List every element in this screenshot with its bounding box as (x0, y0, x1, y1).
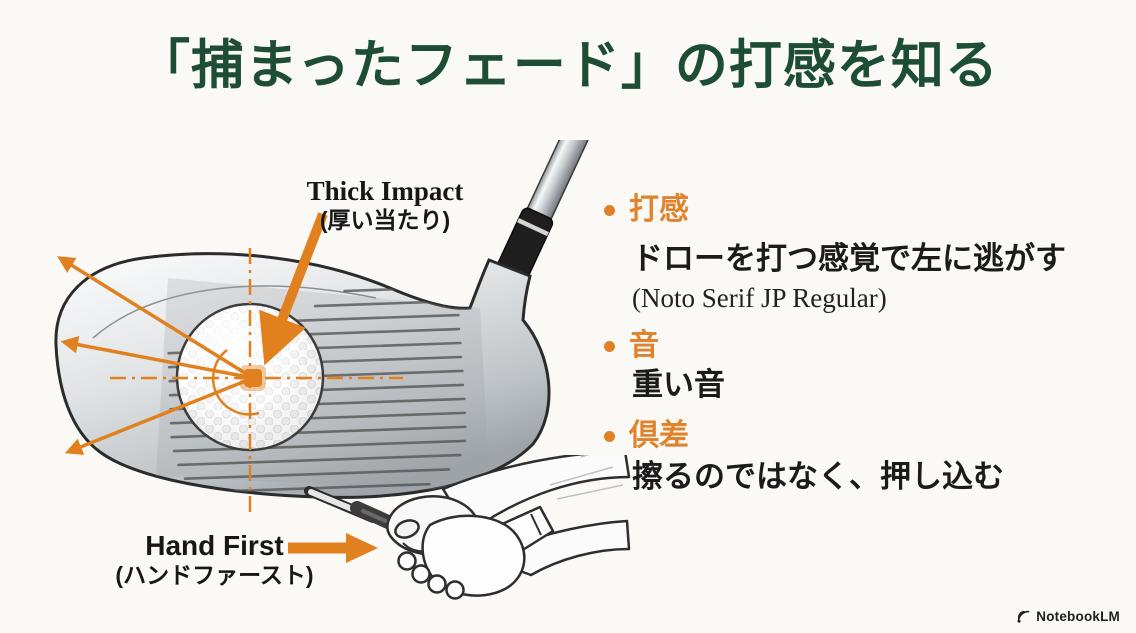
bullet-dot-icon (604, 430, 615, 442)
bullet-heading-error: 倶差 (629, 419, 689, 452)
grip-hands-illustration (304, 455, 631, 600)
bullet-item-sound: 音 (604, 328, 659, 364)
impact-arrows (57, 212, 328, 455)
thick-impact-arrow (259, 212, 328, 366)
club-head-illustration (54, 140, 618, 512)
page-title: 「捕まったフェード」の打感を知る (137, 36, 999, 95)
thick-impact-label-ja: (厚い当たり) (319, 207, 451, 234)
bullet-heading-feel: 打感 (629, 193, 689, 226)
bullet-text-feel: ドローを打つ感覚で左に逃がす (632, 241, 1066, 276)
gloved-hand (397, 505, 555, 600)
hand-first-label-en: Hand First (145, 530, 284, 561)
bullet-item-error: 倶差 (604, 418, 689, 454)
notebooklm-logo-icon (1017, 610, 1030, 623)
bullet-heading-sound: 音 (629, 329, 659, 362)
thick-impact-label: Thick Impact (厚い当たり) (295, 176, 475, 234)
footer-brand: NotebookLM (1016, 609, 1120, 624)
bullet-text-error: 擦るのではなく、押し込む (632, 459, 1004, 494)
hand-first-label: Hand First (ハンドファースト) (112, 530, 317, 589)
bullet-text-sound: 重い音 (632, 367, 725, 402)
hand-first-label-ja: (ハンドファースト) (115, 562, 314, 589)
bullet-dot-icon (604, 340, 615, 352)
thick-impact-label-en: Thick Impact (306, 176, 464, 206)
brand-text: NotebookLM (1036, 609, 1120, 624)
bullet-item-feel: 打感 (604, 192, 689, 228)
bullet-text-feel-note: (Noto Serif JP Regular) (632, 283, 887, 313)
hand-first-arrow (288, 533, 378, 563)
bullet-dot-icon (604, 204, 615, 216)
impact-point-marker (240, 365, 266, 391)
